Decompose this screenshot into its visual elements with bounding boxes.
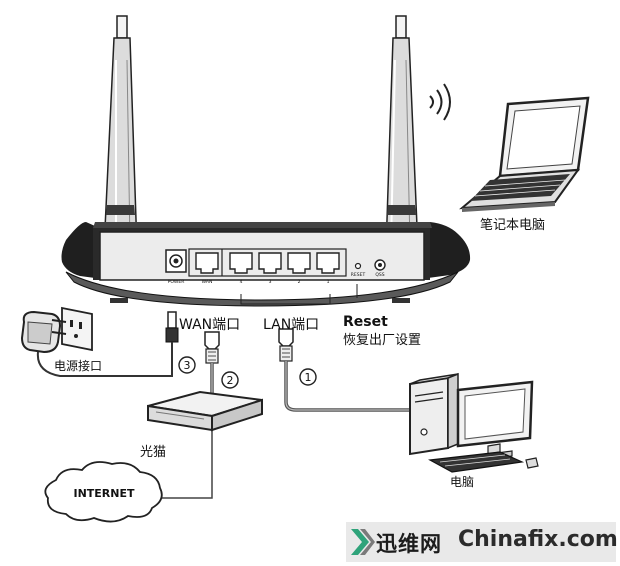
- laptop-label: 笔记本电脑: [480, 217, 545, 233]
- watermark-banner: [346, 522, 616, 562]
- port-label-lan1: 1: [327, 279, 330, 285]
- marker-one: 1: [299, 368, 317, 386]
- internet-label: INTERNET: [73, 487, 135, 500]
- wan-rj45-plug-icon: [204, 331, 220, 364]
- marker-three: 3: [178, 356, 196, 374]
- marker-two: 2: [221, 371, 239, 389]
- cables: [150, 361, 420, 499]
- optical-modem-icon: [147, 390, 263, 432]
- port-label-qss: QSS: [375, 272, 384, 278]
- marker-three-text: 3: [184, 359, 191, 372]
- port-label-lan2: 2: [298, 279, 301, 285]
- port-label-lan4: 4: [240, 279, 243, 285]
- internet-cloud-icon: [44, 461, 163, 523]
- port-labels: POWER WAN 4 3 2 1 RESET QSS: [168, 272, 385, 285]
- watermark-en-text: Chinafix.com: [458, 527, 618, 552]
- chinafix-logo-icon: [351, 529, 375, 555]
- modem-label: 光猫: [140, 445, 166, 460]
- dc-power-plug-icon: [165, 311, 179, 377]
- desktop-computer-icon: [409, 372, 539, 473]
- marker-one-text: 1: [305, 371, 312, 384]
- port-label-power: POWER: [168, 279, 185, 285]
- power-port-label: 电源接口: [54, 358, 102, 373]
- router-ports: [165, 248, 386, 277]
- wifi-waves-icon: [429, 83, 451, 121]
- lan-rj45-plug-icon: [278, 328, 294, 362]
- lan-bracket: [240, 294, 331, 305]
- step-markers: 1 2 3: [178, 356, 317, 389]
- router: POWER WAN 4 3 2 1 RESET QSS: [61, 15, 471, 307]
- marker-two-text: 2: [227, 374, 234, 387]
- port-label-wan: WAN: [202, 279, 213, 285]
- watermark-cn-text: 迅维网: [376, 532, 442, 556]
- laptop-icon: [459, 96, 590, 212]
- power-adapter-icon: [20, 306, 170, 377]
- reset-label: Reset: [343, 314, 388, 330]
- router-body: [61, 222, 471, 307]
- computer-label: 电脑: [450, 475, 474, 489]
- reset-cn-label: 恢复出厂设置: [343, 333, 421, 348]
- port-label-lan3: 3: [269, 279, 272, 285]
- lan-port-label: LAN端口: [263, 317, 319, 333]
- wan-port-label: WAN端口: [179, 317, 240, 333]
- port-label-reset: RESET: [351, 272, 366, 278]
